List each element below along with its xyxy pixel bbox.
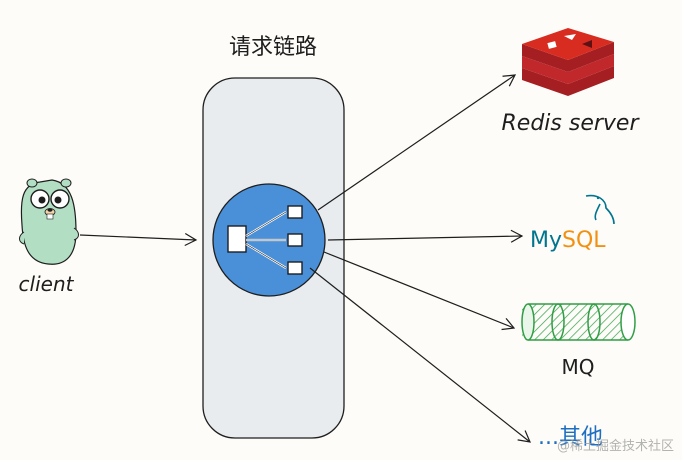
mysql-label: MySQL — [530, 228, 606, 253]
share-hub-icon — [227, 205, 303, 275]
mq-label: MQ — [562, 355, 595, 379]
other-label: ...其他 — [538, 425, 603, 450]
redis-label: Redis server — [502, 111, 641, 136]
mysql-label-my: My — [530, 228, 562, 253]
client-label: client — [19, 272, 75, 296]
mq-queue-icon — [521, 303, 636, 341]
diagram-title: 请求链路 — [229, 35, 317, 60]
gopher-icon — [19, 178, 79, 265]
hub-to-other-arrow — [309, 267, 531, 443]
mysql-icon — [585, 194, 615, 225]
hub-to-redis-arrow — [317, 74, 517, 211]
hub-to-mysql-arrow — [327, 229, 524, 243]
redis-icon — [522, 28, 614, 96]
mysql-label-sql: SQL — [562, 228, 606, 253]
watermark: @稀土掘金技术社区 — [557, 438, 674, 454]
hub-to-mq-arrow — [323, 251, 516, 331]
client-to-hub-arrow — [79, 233, 198, 247]
